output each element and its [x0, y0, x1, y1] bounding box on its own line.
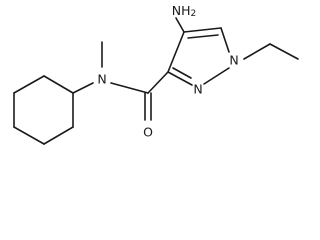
ring-nitrogen-1-label: N	[229, 53, 238, 68]
bond	[183, 27, 222, 33]
bond-n-carbonyl	[110, 82, 149, 94]
amide-nitrogen-label: N	[97, 72, 106, 87]
bond-ring-amine	[175, 17, 185, 33]
bond	[13, 126, 45, 145]
carbonyl-oxygen-label: O	[143, 125, 153, 140]
pyrazole-ring	[167, 27, 230, 86]
bond-n-ethyl-1	[243, 43, 271, 60]
bond	[167, 31, 185, 73]
ring-nitrogen-2-label: N	[193, 82, 202, 97]
bond	[13, 75, 45, 94]
bond	[43, 75, 74, 94]
amine-n-label: NH2	[172, 3, 196, 20]
bond-n-ethyl-2	[269, 43, 299, 60]
bond-cyclohexyl-n	[72, 82, 94, 94]
bond-carbonyl-ring	[147, 71, 169, 94]
amine-group-label: NH2 H	[172, 3, 196, 20]
bond	[43, 126, 74, 145]
bond	[172, 67, 192, 79]
structural-formula: NH2 H N N N O	[13, 3, 299, 145]
cyclohexane-ring	[13, 75, 74, 145]
bond	[203, 67, 230, 85]
bond	[187, 34, 219, 39]
bond	[167, 71, 193, 86]
bond	[220, 27, 230, 53]
